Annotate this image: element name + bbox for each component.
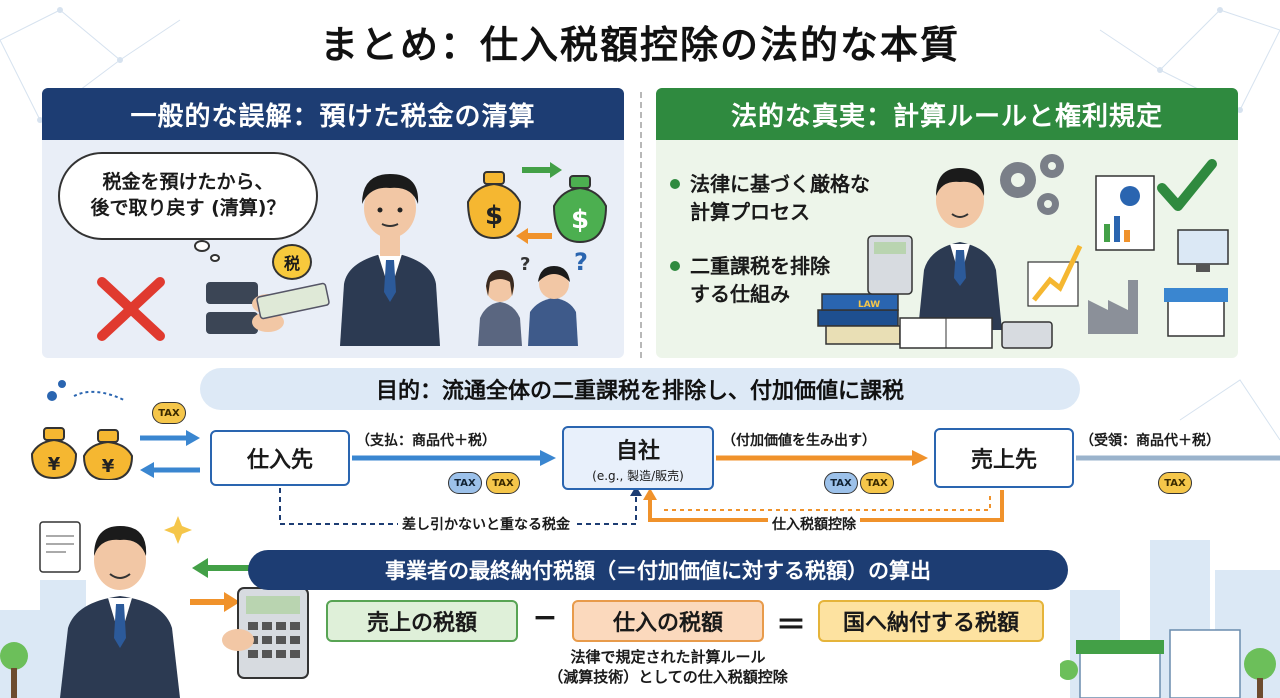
tax-badge: TAX <box>1158 472 1192 494</box>
money-bags-exchange-icon: $ $ <box>466 162 608 244</box>
flying-coins-icon <box>47 380 125 401</box>
bullet-line: 二重課税を排除 <box>690 254 830 278</box>
supplier-label: 仕入先 <box>246 448 313 473</box>
page-title: まとめ：仕入税額控除の法的な本質 <box>319 23 960 67</box>
own-company-label: 自社 <box>615 438 660 464</box>
svg-text:¥: ¥ <box>48 454 61 475</box>
bullet-line: 計算プロセス <box>690 200 810 224</box>
footnote-line-1: 法律で規定された計算ルール <box>570 648 766 666</box>
receipt-label: （受領：商品代＋税） <box>1080 433 1220 449</box>
value-creation-label: （付加価値を生み出す） <box>722 433 876 449</box>
bubble-line-2: 後で取り戻す (清算)？ <box>90 197 286 219</box>
bubble-tail-dot <box>194 240 210 252</box>
purpose-banner: 目的：流通全体の二重課税を排除し、付加価値に課税 <box>200 368 1080 410</box>
question-mark-icon: ? <box>574 252 588 276</box>
tax-badge-label: TAX <box>158 407 180 419</box>
tax-badge: TAX <box>824 472 858 494</box>
bullet-dot <box>670 261 680 271</box>
svg-text:$: $ <box>485 201 503 231</box>
tax-badge: TAX <box>860 472 894 494</box>
legal-truth-bullets: 法律に基づく厳格な計算プロセス 二重課税を排除する仕組み <box>670 170 870 308</box>
overlapping-tax-label: 差し引かないと重なる税金 <box>398 514 574 534</box>
supplier-box: 仕入先 <box>210 430 350 486</box>
bubble-line-1: 税金を預けたから、 <box>102 171 274 194</box>
businessman-figure <box>340 174 440 346</box>
bubble-tail-dot <box>210 254 220 262</box>
confused-people-figure: ? ? <box>478 252 588 346</box>
bullet-item: 法律に基づく厳格な計算プロセス <box>670 170 870 226</box>
own-company-box: 自社 (e.g., 製造/販売) <box>562 426 714 490</box>
own-company-sublabel: (e.g., 製造/販売) <box>592 468 684 483</box>
tax-badge: TAX <box>152 402 186 424</box>
sales-tax-box: 売上の税額 <box>326 600 518 642</box>
panel-divider <box>640 92 642 358</box>
customer-label: 売上先 <box>970 448 1037 473</box>
tax-badge: TAX <box>486 472 520 494</box>
footnote-line-2: （減算技術）としての仕入税額控除 <box>548 668 788 687</box>
calculation-footnote: 法律で規定された計算ルール （減算技術）としての仕入税額控除 <box>500 647 836 688</box>
tax-badge-label: TAX <box>1164 477 1186 489</box>
law-book-icon: LAW <box>858 300 880 310</box>
final-tax-calculation-banner: 事業者の最終納付税額（＝付加価値に対する税額）の算出 <box>248 550 1068 590</box>
purchase-tax-box: 仕入の税額 <box>572 600 764 642</box>
misconception-header: 一般的な誤解：預けた税金の清算 <box>42 88 624 140</box>
bullet-item: 二重課税を排除する仕組み <box>670 252 870 308</box>
thought-bubble: 税金を預けたから、 後で取り戻す (清算)？ <box>58 152 318 240</box>
input-tax-credit-label: 仕入税額控除 <box>768 514 860 534</box>
tax-badge-label: TAX <box>830 477 852 489</box>
minus-operator: − <box>532 600 558 635</box>
yen-money-bags-icon: ¥ ¥ <box>30 427 134 480</box>
tax-payable-box: 国へ納付する税額 <box>818 600 1044 642</box>
tax-badge: TAX <box>448 472 482 494</box>
tree-decoration <box>0 642 28 698</box>
tax-tag-label: 税 <box>283 254 300 273</box>
legal-process-illustration: LAW <box>817 154 1229 349</box>
tax-badge-label: TAX <box>454 477 476 489</box>
bullet-line: 法律に基づく厳格な <box>690 172 870 196</box>
svg-text:¥: ¥ <box>102 456 115 477</box>
bullet-dot <box>670 179 680 189</box>
storefront-decoration <box>1060 629 1276 698</box>
payment-label: （支払：商品代＋税） <box>356 433 496 449</box>
presenter-with-calculator-figure <box>39 516 309 698</box>
legal-truth-header: 法的な真実：計算ルールと権利規定 <box>656 88 1238 140</box>
bullet-line: する仕組み <box>690 282 790 306</box>
tax-tag-icon: 税 <box>272 244 312 280</box>
customer-box: 売上先 <box>934 428 1074 488</box>
tax-badge-label: TAX <box>866 477 888 489</box>
tax-badge-label: TAX <box>492 477 514 489</box>
red-cross-icon <box>97 277 165 341</box>
svg-text:$: $ <box>571 205 589 235</box>
equals-operator: ＝ <box>776 608 806 643</box>
hands-handing-cash-icon <box>206 282 330 334</box>
question-mark-icon: ? <box>520 254 530 275</box>
